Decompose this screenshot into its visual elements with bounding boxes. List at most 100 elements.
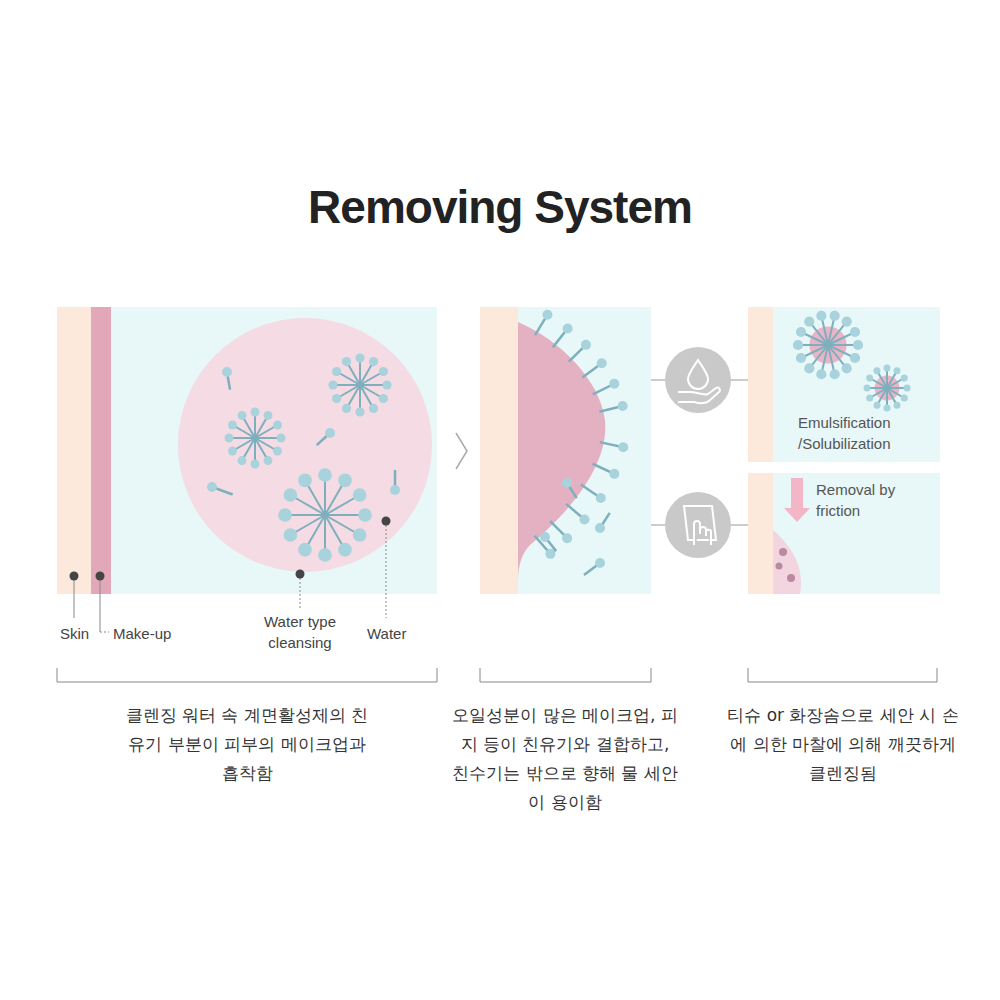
surfactant-head xyxy=(894,367,901,374)
surfactant-head xyxy=(866,375,873,382)
panel-label: Removal by friction xyxy=(816,479,916,521)
surfactant-head xyxy=(901,395,908,402)
surfactant-head xyxy=(804,363,814,373)
surfactant-head xyxy=(318,468,332,482)
surfactant-head xyxy=(540,532,550,542)
surfactant-head xyxy=(884,405,891,412)
surfactant-head xyxy=(796,353,806,363)
brackets xyxy=(57,668,937,682)
surfactant-head xyxy=(278,508,292,522)
surfactant-head xyxy=(874,367,881,374)
surfactant-head xyxy=(284,528,298,542)
surfactant-head xyxy=(342,404,351,413)
surfactant-head xyxy=(618,442,628,452)
surfactant-head xyxy=(353,528,367,542)
part-label: Water xyxy=(367,623,427,644)
surfactant-head xyxy=(830,369,840,379)
surfactant-head xyxy=(816,369,826,379)
surfactant-head xyxy=(338,474,352,488)
surfactant-head xyxy=(874,402,881,409)
water-ground xyxy=(748,307,940,462)
surfactant-head xyxy=(379,394,388,403)
surfactant-head xyxy=(390,485,400,495)
surfactant-head xyxy=(264,456,273,465)
particles xyxy=(776,548,796,582)
surfactant-head xyxy=(369,404,378,413)
surfactant-head xyxy=(609,469,619,479)
water-ground xyxy=(57,307,437,594)
surfactant-head xyxy=(284,488,298,502)
surfactant-head xyxy=(355,407,364,416)
surfactant-head xyxy=(358,508,372,522)
surfactant-head xyxy=(545,549,555,559)
part-label: Skin xyxy=(60,623,110,644)
surfactant-head xyxy=(842,316,852,326)
tissue-icon xyxy=(665,492,731,558)
surfactants xyxy=(535,310,629,575)
surfactant-head xyxy=(251,460,260,469)
surfactant-head xyxy=(595,523,605,533)
surfactant-head xyxy=(609,379,619,389)
surfactant-head xyxy=(618,401,628,411)
surfactant-head xyxy=(596,493,606,503)
surfactant-head xyxy=(328,380,337,389)
skin-strip xyxy=(480,307,518,594)
surfactant-head xyxy=(264,411,273,420)
surfactant-head xyxy=(382,380,391,389)
down-arrow xyxy=(784,478,810,522)
water-icon xyxy=(665,347,731,413)
surfactant-head xyxy=(804,316,814,326)
surfactant-head xyxy=(562,478,572,488)
makeup-residue xyxy=(773,530,801,594)
surfactant-head xyxy=(562,533,572,543)
part-label: Water type cleansing xyxy=(250,611,350,653)
surfactant-head xyxy=(238,456,247,465)
surfactant-head xyxy=(542,310,552,320)
surfactant-head xyxy=(796,327,806,337)
water-ground xyxy=(480,307,651,594)
surfactant-head xyxy=(318,548,332,562)
step-caption: 티슈 or 화장솜으로 세안 시 손에 의한 마찰에 의해 깨끗하게 클렌징됨 xyxy=(722,701,964,788)
surfactant-head xyxy=(228,447,237,456)
result-panel: Emulsification /Solubilization xyxy=(748,307,940,462)
skin-strip xyxy=(748,307,773,462)
surfactant-head xyxy=(207,482,217,492)
diagram-title: Removing System xyxy=(0,180,1000,234)
surfactant-head xyxy=(277,434,286,443)
surfactant-head xyxy=(338,543,352,557)
panel-label: Emulsification /Solubilization xyxy=(798,412,918,454)
water-ground xyxy=(748,473,940,594)
surfactant-head xyxy=(595,558,605,568)
surfactant-head xyxy=(273,447,282,456)
emulsified-micelles xyxy=(793,311,911,412)
surfactant-head xyxy=(342,357,351,366)
surfactant-head xyxy=(866,395,873,402)
surfactant-head xyxy=(842,363,852,373)
micelles xyxy=(207,353,400,561)
surfactant-head xyxy=(793,340,803,350)
surfactant-head xyxy=(225,434,234,443)
makeup-strip xyxy=(91,307,111,594)
skin-strip xyxy=(57,307,91,594)
leader-lines xyxy=(74,521,386,632)
surfactant-head xyxy=(579,514,589,524)
surfactant-head xyxy=(853,340,863,350)
result-panel: Removal by friction xyxy=(748,473,940,594)
surfactant-head xyxy=(222,367,232,377)
surfactant-head xyxy=(251,408,260,417)
surfactant-head xyxy=(904,385,911,392)
step-caption: 클렌징 워터 속 계면활성제의 친유기 부분이 피부의 메이크업과 흡착함 xyxy=(122,701,372,788)
surfactant-head xyxy=(901,375,908,382)
surfactant-head xyxy=(850,353,860,363)
surfactant-head xyxy=(298,474,312,488)
surfactant-head xyxy=(379,367,388,376)
surfactant-head xyxy=(864,385,871,392)
surfactant-head xyxy=(228,421,237,430)
surfactant-head xyxy=(884,365,891,372)
leader-dots xyxy=(70,517,391,581)
makeup-blob xyxy=(518,322,605,580)
surfactant-head xyxy=(332,367,341,376)
cleansing-circle xyxy=(178,318,432,572)
